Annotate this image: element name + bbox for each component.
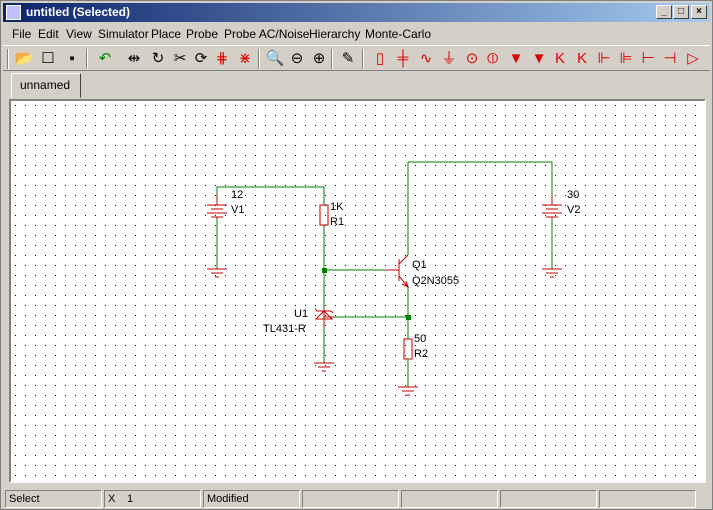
ground-icon[interactable]: ⏚	[441, 50, 457, 67]
menu-edit[interactable]: Edit	[38, 27, 59, 41]
mirror-icon[interactable]: ⇹	[127, 50, 141, 67]
jfet-icon[interactable]: ⊢	[641, 50, 655, 67]
npn-icon[interactable]: K	[554, 50, 565, 67]
v1-ref-label: V1	[231, 204, 244, 216]
menu-place[interactable]: Place	[151, 27, 182, 41]
save-icon[interactable]: ▪	[69, 50, 75, 67]
voltage-source-icon[interactable]: ⊙	[465, 50, 479, 67]
status-pane-6	[500, 490, 597, 508]
title-bar: untitled (Selected) _ □ ×	[3, 3, 710, 22]
u1-model-label: TL431-R	[263, 323, 306, 335]
status-coords: X 1	[104, 490, 201, 508]
ground-u1	[314, 362, 334, 372]
v1-source	[207, 195, 227, 219]
menu-simulator[interactable]: Simulator	[98, 27, 149, 41]
toolbar-separator	[86, 49, 88, 69]
app-icon	[6, 5, 21, 20]
new-icon[interactable]: ☐	[41, 50, 55, 67]
v1-value-label: 12	[231, 189, 243, 201]
ground-v2	[542, 268, 562, 278]
current-source-icon[interactable]: ⦶	[487, 50, 499, 67]
toolbar-separator	[258, 49, 260, 69]
wires	[216, 161, 553, 387]
maximize-button[interactable]: □	[673, 5, 689, 19]
tab-unnamed[interactable]: unnamed	[11, 73, 81, 98]
toolbar-separator	[331, 49, 333, 69]
r1-value-label: 1K	[330, 201, 344, 213]
menu-probe-ac-noise[interactable]: Probe AC/Noise	[224, 27, 310, 41]
components	[207, 195, 562, 396]
r1-ref-label: R1	[330, 216, 344, 228]
junction-dot	[322, 268, 327, 273]
menu-probe[interactable]: Probe	[186, 27, 219, 41]
pmos-icon[interactable]: ⊫	[619, 50, 633, 67]
window-title: untitled (Selected)	[26, 5, 131, 19]
rotate-icon[interactable]: ↻	[151, 50, 165, 67]
status-state: Modified	[203, 490, 300, 508]
capacitor-icon[interactable]: ╪	[397, 50, 409, 67]
ground-v1	[207, 268, 227, 278]
v2-value-label: 30	[567, 189, 579, 201]
status-bar: Select X 1 Modified	[3, 489, 710, 509]
nmos-icon[interactable]: ⊩	[597, 50, 611, 67]
menu-file[interactable]: File	[12, 27, 32, 41]
ujt-icon[interactable]: ⊣	[663, 50, 677, 67]
r2-value-label: 50	[414, 333, 426, 345]
status-pane-5	[401, 490, 498, 508]
status-x-value: 1	[127, 493, 134, 505]
refresh-icon[interactable]: ⟳	[194, 50, 208, 67]
junction-dot	[406, 315, 411, 320]
minimize-button[interactable]: _	[656, 5, 672, 19]
menu-bar: File Edit View Simulator Place Probe Pro…	[3, 24, 710, 43]
ground-r2	[398, 386, 418, 396]
zener-icon[interactable]: ▼	[531, 50, 547, 67]
grid	[11, 101, 704, 481]
q1-ref-label: Q1	[412, 259, 427, 271]
inductor-icon[interactable]: ∿	[419, 50, 433, 67]
cut-icon[interactable]: ✂	[173, 50, 187, 67]
wire-collector-v2	[408, 161, 553, 195]
u1-ref-label: U1	[294, 308, 308, 320]
open-icon[interactable]: 📂	[14, 50, 34, 67]
close-button[interactable]: ×	[691, 5, 707, 19]
wire-v1-r1	[216, 186, 325, 205]
tab-strip: unnamed	[3, 71, 710, 99]
delete-wire-icon[interactable]: ⋕	[215, 50, 229, 67]
zoom-out-icon[interactable]: ⊖	[290, 50, 304, 67]
status-mode: Select	[5, 490, 102, 508]
zoom-in-icon[interactable]: ⊕	[312, 50, 326, 67]
menu-view[interactable]: View	[66, 27, 92, 41]
status-pane-7	[599, 490, 696, 508]
menu-monte-carlo[interactable]: Monte-Carlo	[365, 27, 432, 41]
schematic-drawing: 12 V1 30 V2 1K R1 50 R2 Q1 Q2N3055 U1 TL…	[11, 101, 704, 481]
u1-shunt-reference	[314, 308, 334, 327]
resistor-icon[interactable]: ▯	[375, 50, 385, 67]
q1-model-label: Q2N3055	[412, 275, 459, 287]
menu-hierarchy[interactable]: Hierarchy	[309, 27, 361, 41]
status-pane-4	[302, 490, 399, 508]
schematic-canvas[interactable]: 12 V1 30 V2 1K R1 50 R2 Q1 Q2N3055 U1 TL…	[9, 99, 706, 483]
diode-icon[interactable]: ▼	[508, 50, 524, 67]
r1-resistor	[319, 204, 329, 226]
toolbar-separator	[7, 49, 9, 69]
v2-source	[542, 195, 562, 219]
pnp-icon[interactable]: K	[576, 50, 587, 67]
undo-icon[interactable]: ↶	[98, 50, 112, 67]
pencil-icon[interactable]: ✎	[341, 50, 355, 67]
r2-ref-label: R2	[414, 348, 428, 360]
toolbar-separator	[362, 49, 364, 69]
q1-transistor	[386, 254, 409, 288]
zoom-area-icon[interactable]: 🔍	[265, 50, 285, 67]
status-x-label: X	[108, 493, 116, 505]
toolbar: 📂 ☐ ▪ ↶ ⇹ ↻ ✂ ⟳ ⋕ ⋇ 🔍 ⊖ ⊕ ✎ ▯ ╪ ∿ ⏚ ⊙ ⦶ …	[3, 45, 710, 71]
delete-node-icon[interactable]: ⋇	[238, 50, 252, 67]
v2-ref-label: V2	[567, 204, 580, 216]
opamp-icon[interactable]: ▷	[687, 50, 699, 67]
